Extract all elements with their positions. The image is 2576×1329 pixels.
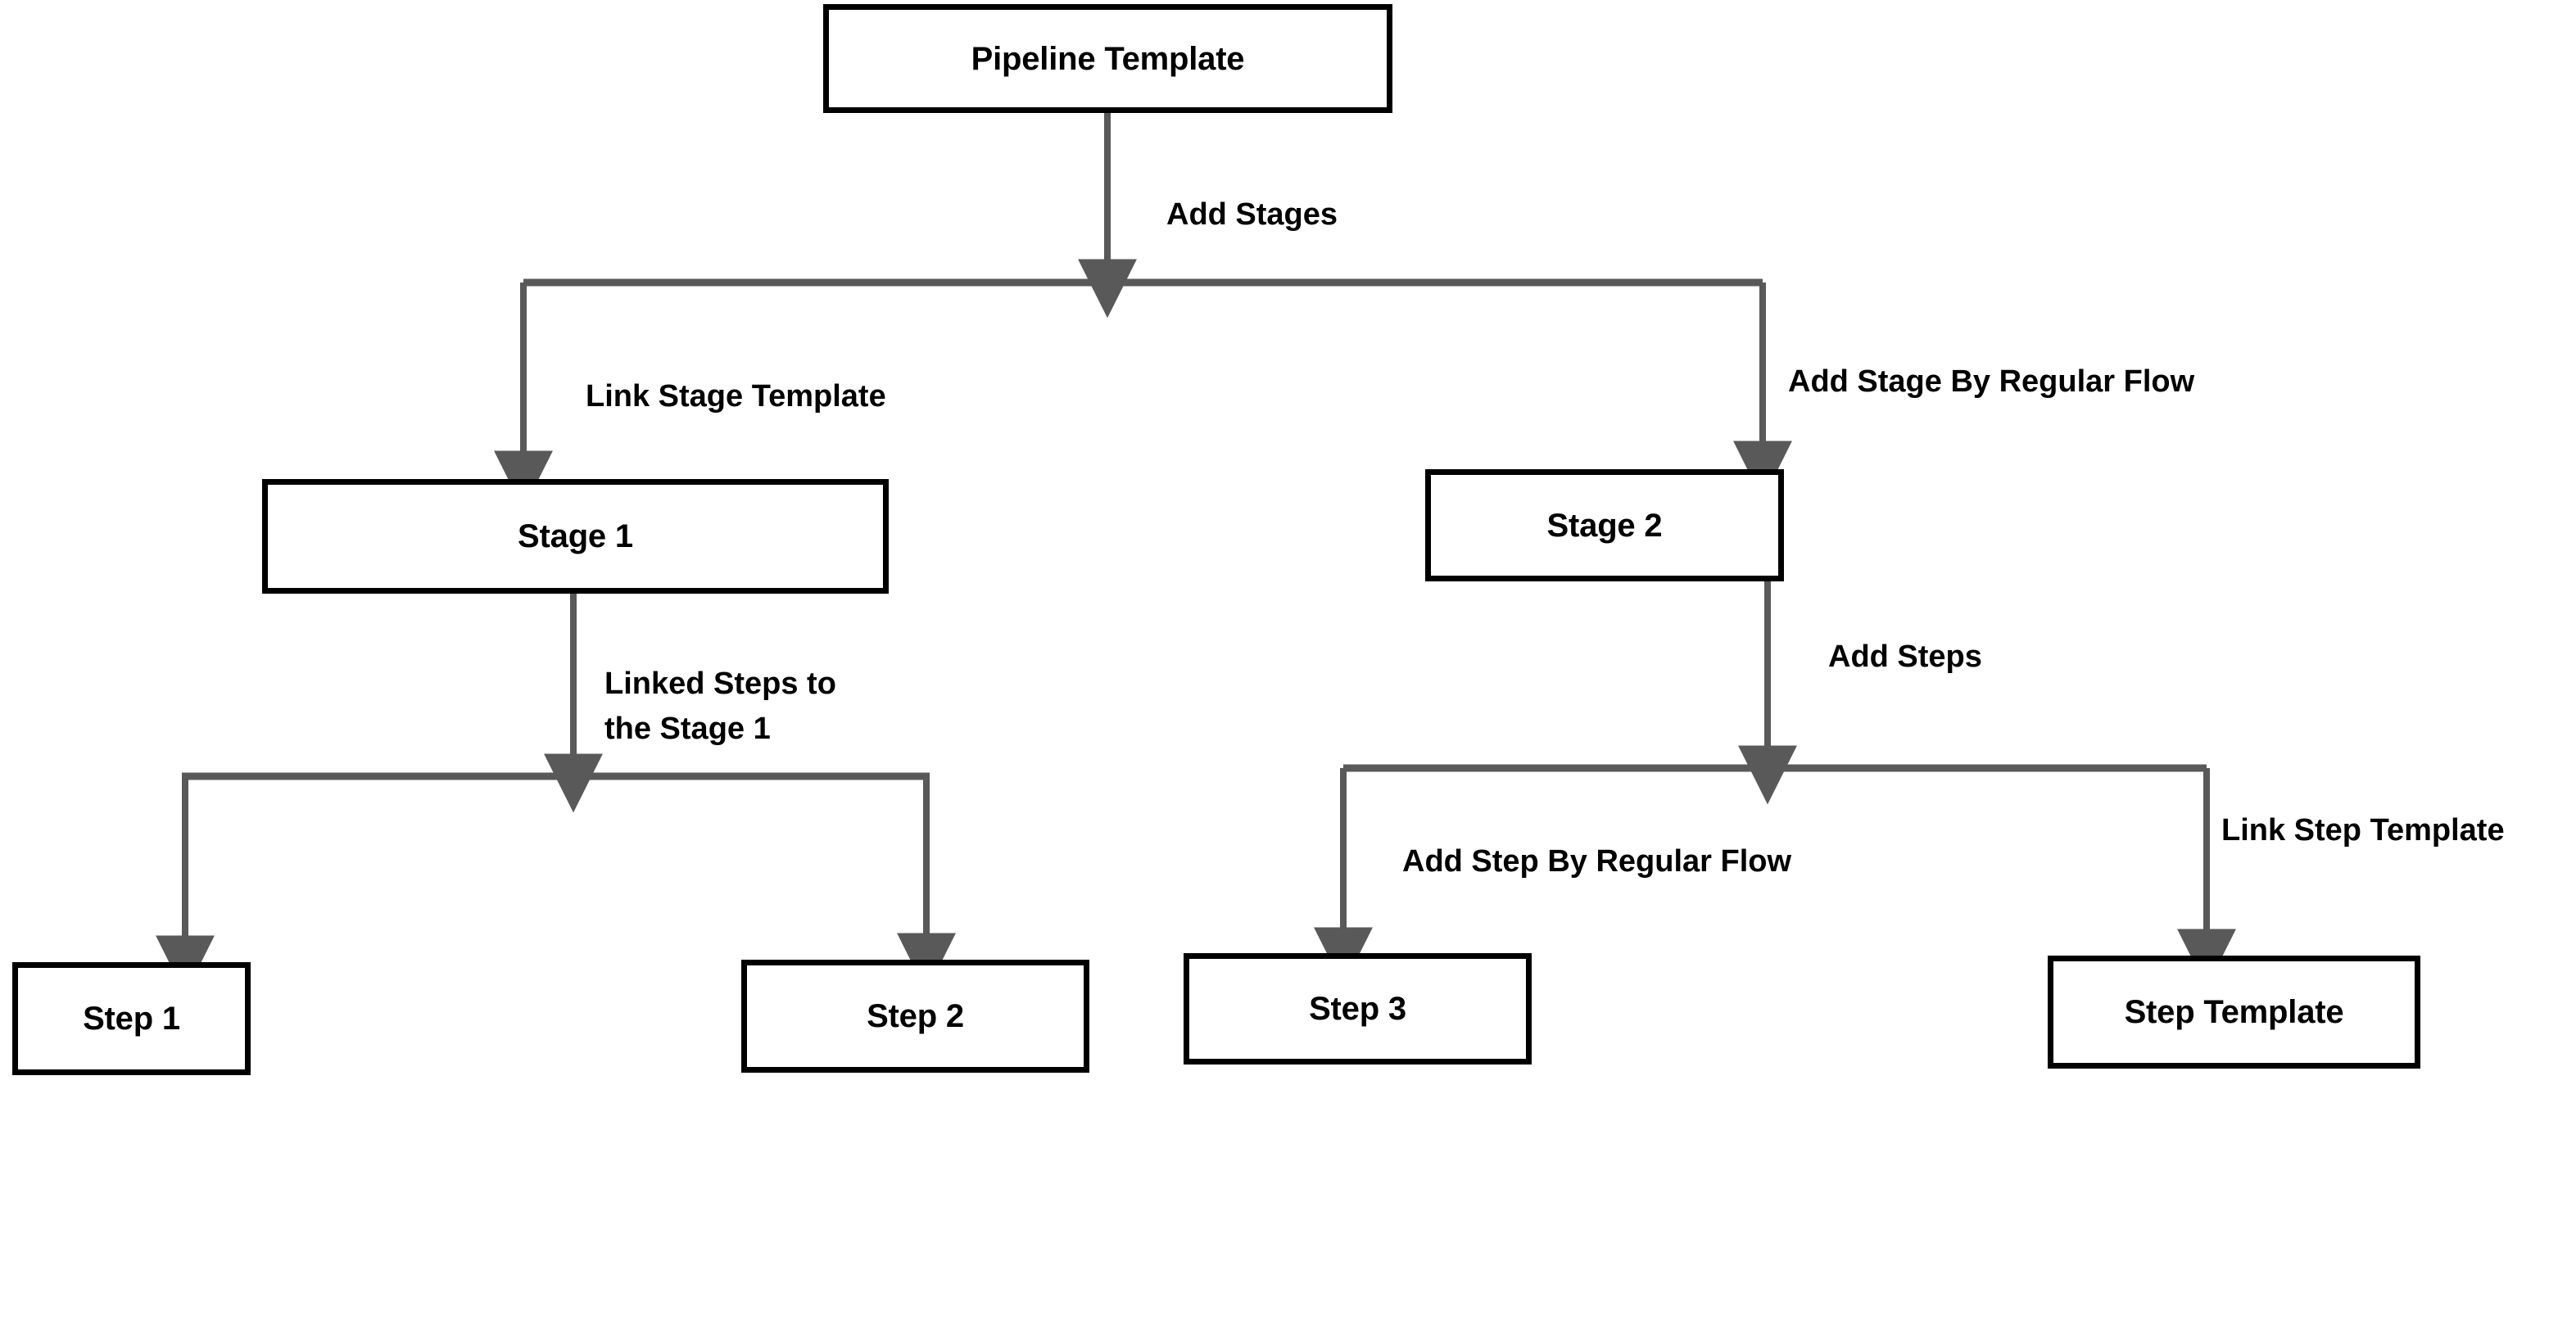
edge-label-add-stage-by-regular-flow: Add Stage By Regular Flow xyxy=(1788,364,2195,399)
edge-label-link-step-template: Link Step Template xyxy=(2221,813,2505,848)
node-pipeline-template[interactable]: Pipeline Template xyxy=(823,4,1392,113)
edge-label-linked-steps-to-the-stage-1-line-2: the Stage 1 xyxy=(604,712,771,746)
node-step-template[interactable]: Step Template xyxy=(2048,956,2420,1069)
node-step-2-label: Step 2 xyxy=(867,998,964,1034)
node-step-1[interactable]: Step 1 xyxy=(12,962,251,1075)
node-step-template-label: Step Template xyxy=(2124,994,2344,1030)
node-stage-1[interactable]: Stage 1 xyxy=(262,479,889,594)
node-step-1-label: Step 1 xyxy=(83,1001,180,1037)
node-step-2[interactable]: Step 2 xyxy=(741,960,1089,1073)
edge-label-add-steps: Add Steps xyxy=(1828,640,1982,674)
edge-label-add-stages: Add Stages xyxy=(1166,197,1338,232)
edge-label-linked-steps-to-the-stage-1-line-1: Linked Steps to xyxy=(604,667,836,701)
node-stage-2-label: Stage 2 xyxy=(1546,507,1663,544)
node-step-3[interactable]: Step 3 xyxy=(1184,953,1532,1065)
node-pipeline-template-label: Pipeline Template xyxy=(971,40,1245,77)
node-step-3-label: Step 3 xyxy=(1309,991,1406,1027)
edge-label-link-stage-template: Link Stage Template xyxy=(586,379,886,414)
edge-label-add-step-by-regular-flow: Add Step By Regular Flow xyxy=(1402,844,1792,879)
node-stage-2[interactable]: Stage 2 xyxy=(1425,469,1784,581)
node-stage-1-label: Stage 1 xyxy=(518,518,633,554)
